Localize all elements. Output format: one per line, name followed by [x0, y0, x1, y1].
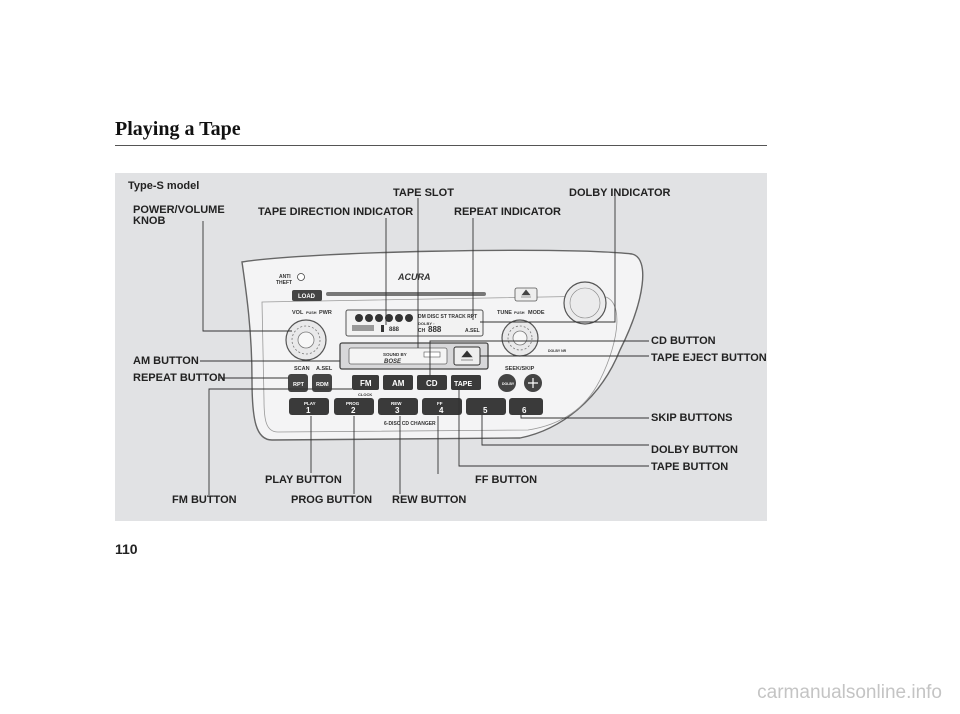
- preset-2-button: [334, 398, 374, 415]
- pwr-label: PWR: [319, 310, 332, 316]
- display-top-labels: DM DISC ST TRACK RPT: [418, 314, 477, 320]
- callout-power-volume-1: POWER/VOLUME: [133, 204, 225, 216]
- callout-repeat-indicator: REPEAT INDICATOR: [454, 206, 561, 218]
- preset-row: PLAY 1 PROG 2 REW 3 FF 4 5 6: [289, 398, 543, 415]
- preset-3-num: 3: [395, 406, 400, 415]
- rpt-label: RPT: [293, 382, 305, 388]
- watermark: carmanualsonline.info: [757, 682, 942, 703]
- callout-dolby-indicator: DOLBY INDICATOR: [569, 187, 671, 199]
- page-number: 110: [115, 541, 138, 557]
- anti-theft-label: ANTI: [279, 274, 291, 280]
- callout-play-button: PLAY BUTTON: [265, 474, 342, 486]
- title-divider: [115, 145, 767, 146]
- repeat-button: [288, 374, 308, 392]
- svg-text:DOLBY ▫: DOLBY ▫: [418, 321, 435, 326]
- callout-fm-button: FM BUTTON: [172, 494, 237, 506]
- vol-push-label: PUSH: [306, 311, 317, 315]
- anti-theft-led: [297, 273, 305, 281]
- dolby-button-control: [498, 374, 516, 392]
- vol-label: VOL: [292, 310, 304, 316]
- asel-label: A.SEL: [316, 366, 333, 372]
- preset-5-num: 5: [483, 406, 488, 415]
- callout-skip-buttons: SKIP BUTTONS: [651, 412, 733, 424]
- callout-tape-direction-indicator: TAPE DIRECTION INDICATOR: [258, 206, 414, 218]
- callout-rew-button: REW BUTTON: [392, 494, 467, 506]
- preset-5-button: [466, 398, 506, 415]
- am-button: [383, 375, 413, 390]
- callout-am-button: AM BUTTON: [133, 355, 199, 367]
- fm-label: FM: [360, 379, 372, 388]
- am-label: AM: [392, 379, 405, 388]
- preset-1-top: PLAY: [304, 401, 316, 406]
- preset-2-num: 2: [351, 406, 356, 415]
- bose-logo: BOSE: [384, 359, 402, 365]
- callout-dolby-button: DOLBY BUTTON: [651, 444, 738, 456]
- model-label: Type-S model: [128, 180, 200, 192]
- svg-text:888: 888: [428, 325, 442, 334]
- display-asel-label: A.SEL: [465, 328, 480, 334]
- svg-text:DOLBY NR: DOLBY NR: [548, 349, 567, 353]
- callout-tape-button: TAPE BUTTON: [651, 461, 729, 473]
- tape-button: [451, 375, 481, 390]
- random-button: [312, 374, 332, 392]
- tape-direction-indicator: [381, 325, 384, 332]
- rdm-label: RDM: [316, 382, 329, 388]
- tape-label: TAPE: [454, 381, 472, 388]
- page-title: Playing a Tape: [115, 118, 241, 140]
- load-button-label: LOAD: [298, 294, 316, 300]
- leader-lines: [200, 196, 649, 495]
- preset-3-button: [378, 398, 418, 415]
- preset-4-button: [422, 398, 462, 415]
- preset-6-button: [509, 398, 543, 415]
- callout-cd-button: CD BUTTON: [651, 335, 716, 347]
- load-button: [292, 290, 322, 301]
- mode-label: MODE: [528, 310, 545, 316]
- cd-label: CD: [426, 379, 438, 388]
- cd-button: [417, 375, 447, 390]
- changer-label: 6-DISC CD CHANGER: [384, 421, 436, 427]
- callout-power-volume-2: KNOB: [133, 215, 166, 227]
- preset-1-num: 1: [306, 406, 311, 415]
- cd-slot: [326, 292, 486, 296]
- clock-label: CLOCK: [358, 392, 372, 397]
- seek-skip-label: SEEK/SKIP: [505, 366, 535, 372]
- callout-prog-button: PROG BUTTON: [291, 494, 373, 506]
- sound-by-label: SOUND BY: [383, 352, 407, 357]
- callout-tape-eject-button: TAPE EJECT BUTTON: [651, 352, 767, 364]
- display-ch-label: CH: [418, 328, 426, 334]
- fm-button: [352, 375, 379, 390]
- preset-3-top: REW: [391, 401, 402, 406]
- tape-eject-icon: [461, 350, 473, 361]
- preset-4-top: FF: [437, 401, 443, 406]
- cd-eject-icon: [521, 289, 531, 298]
- preset-2-top: PROG: [346, 401, 360, 406]
- tune-label: TUNE: [497, 310, 512, 316]
- svg-text:888: 888: [389, 327, 400, 333]
- preset-1-button: [289, 398, 329, 415]
- callout-repeat-button: REPEAT BUTTON: [133, 372, 226, 384]
- scan-label: SCAN: [294, 366, 310, 372]
- callout-ff-button: FF BUTTON: [475, 474, 538, 486]
- preset-6-num: 6: [522, 406, 527, 415]
- radio-inner-edge: [261, 295, 618, 433]
- brand-logo: ACURA: [397, 272, 431, 282]
- svg-text:DOLBY: DOLBY: [502, 382, 515, 386]
- callout-tape-slot: TAPE SLOT: [393, 187, 454, 199]
- anti-theft-label-2: THEFT: [276, 280, 292, 286]
- level-bars: [352, 325, 374, 331]
- tune-push-label: PUSH: [514, 311, 525, 315]
- preset-4-num: 4: [439, 406, 444, 415]
